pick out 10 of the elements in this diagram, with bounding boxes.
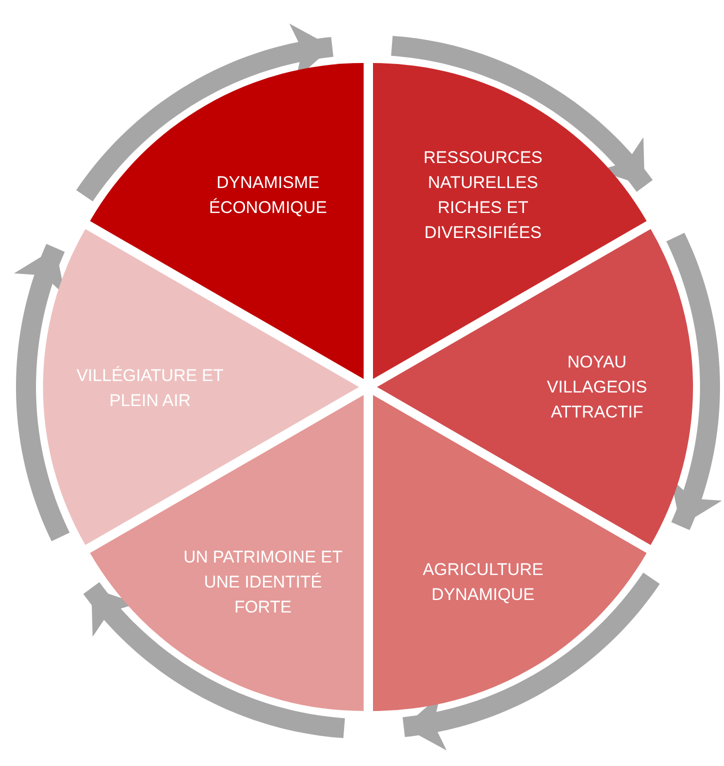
segment-label: RESSOURCES NATURELLES RICHES ET DIVERSIFIÉES: [422, 146, 544, 244]
cycle-segment: [372, 394, 646, 711]
cycle-segment: [90, 394, 364, 711]
segment-label: VILLÉGIATURE ET PLEIN AIR: [75, 365, 225, 412]
segment-label: NOYAU VILLAGEOIS ATTRACTIF: [546, 352, 648, 424]
segment-label: UN PATRIMOINE ET UNE IDENTITÉ FORTE: [182, 546, 344, 618]
cycle-segment: [43, 229, 359, 545]
segment-label: DYNAMISME ÉCONOMIQUE: [208, 172, 328, 219]
segment-label: AGRICULTURE DYNAMIQUE: [422, 558, 544, 606]
cycle-segment: [372, 63, 646, 380]
